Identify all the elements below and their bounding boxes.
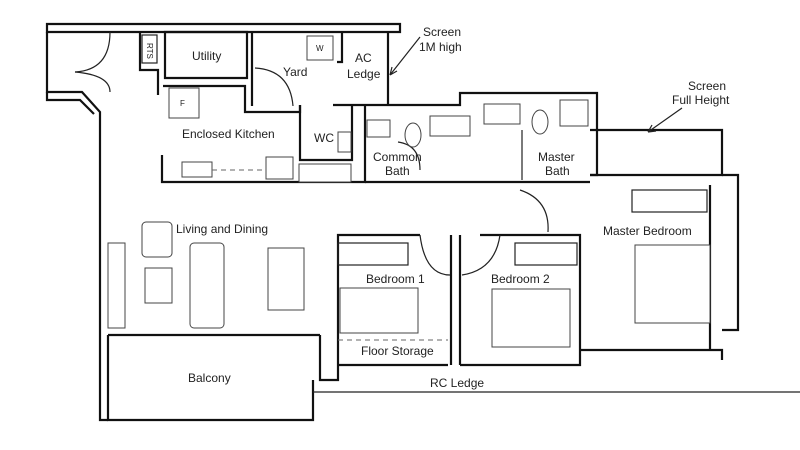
shower-icon: [298, 163, 352, 183]
label-master-bath: Bath: [545, 164, 570, 178]
label-yard: Yard: [283, 65, 307, 79]
stove-icon: [265, 156, 294, 180]
label-wc: WC: [314, 131, 334, 145]
label-bedroom-1: Bedroom 1: [366, 272, 425, 286]
annotation-screen-1m: Screen: [423, 25, 461, 39]
room-labels: Utility Yard AC Ledge Enclosed Kitchen W…: [176, 25, 730, 390]
label-enclosed-kitchen: Enclosed Kitchen: [182, 127, 275, 141]
wardrobe-icon: [631, 189, 708, 213]
sofa-icon: [189, 242, 225, 329]
kitchen-sink-icon: [181, 161, 213, 178]
wardrobe-icon: [337, 242, 409, 266]
walls: [45, 22, 800, 422]
wc-toilet-icon: [337, 131, 352, 153]
bed-icon: [339, 287, 419, 334]
bed-icon: [491, 288, 571, 348]
coffee-table-icon: [144, 267, 173, 304]
label-master-bath: Master: [538, 150, 575, 164]
master-toilet-icon: [531, 109, 549, 135]
master-shower-icon: [483, 103, 521, 125]
armchair-icon: [141, 221, 173, 258]
doors: [74, 31, 549, 276]
shower-icon: [429, 115, 471, 137]
screen-arrow-icon: [647, 107, 683, 133]
label-common-bath: Common: [373, 150, 422, 164]
label-ac-ledge: Ledge: [347, 67, 381, 81]
washer-label: W: [316, 44, 324, 53]
annotation-screen-1m: 1M high: [419, 40, 462, 54]
dining-table-icon: [267, 247, 305, 311]
toilet-icon: [404, 122, 422, 148]
label-living-dining: Living and Dining: [176, 222, 268, 236]
rts-label: RTS: [145, 43, 154, 59]
label-master-bedroom: Master Bedroom: [603, 224, 692, 238]
master-basin-icon: [559, 99, 589, 127]
label-bedroom-2: Bedroom 2: [491, 272, 550, 286]
label-common-bath: Bath: [385, 164, 410, 178]
label-balcony: Balcony: [188, 371, 231, 385]
wardrobe-icon: [514, 242, 578, 266]
basin-icon: [366, 119, 391, 138]
label-rc-ledge: RC Ledge: [430, 376, 484, 390]
annotation-screen-full: Screen: [688, 79, 726, 93]
label-ac-ledge: AC: [355, 51, 372, 65]
fixtures: RTS W F: [107, 34, 711, 348]
label-floor-storage: Floor Storage: [361, 344, 434, 358]
bed-icon: [634, 244, 711, 324]
annotation-screen-full: Full Height: [672, 93, 730, 107]
fridge-label: F: [180, 99, 185, 108]
label-utility: Utility: [192, 49, 221, 63]
screen-arrow-icon: [389, 36, 421, 76]
tv-console-icon: [107, 242, 126, 329]
